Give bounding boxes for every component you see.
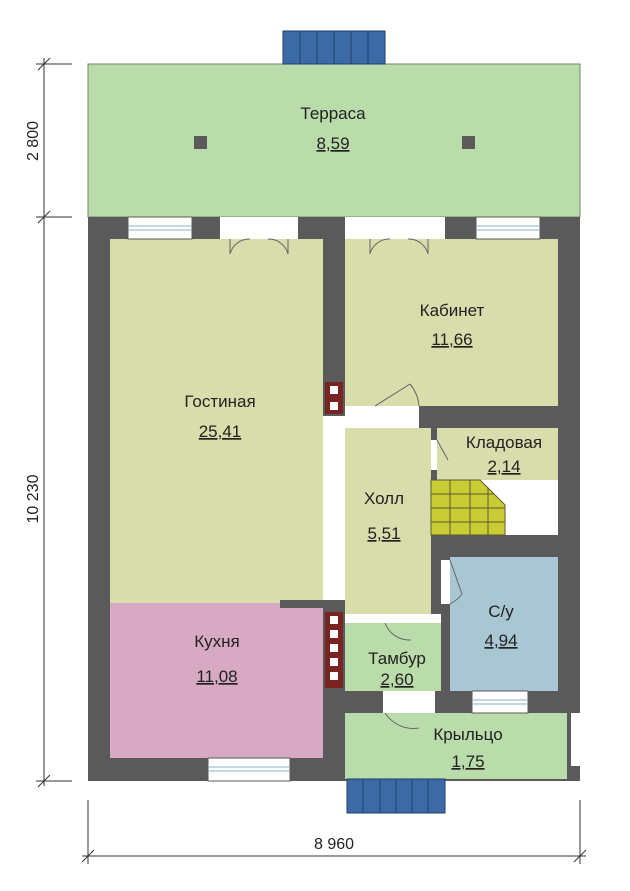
chimney-lower [323,610,345,690]
wall-bath-left [441,557,450,691]
terrace-post [462,136,475,149]
window-living-top [127,216,193,240]
room-name-terrace: Терраса [300,104,366,123]
room-name-bath: С/у [488,602,514,621]
room-area-hall: 5,51 [367,524,400,543]
wall-kitchen-top [280,600,345,608]
window-kitchen-bottom [207,757,291,782]
wall-cabinet-hall [419,406,558,428]
door-living-terrace [220,217,298,255]
porch-floor [345,713,571,779]
room-area-porch: 1,75 [451,752,484,771]
dimension-line-bottom [81,800,587,864]
porch-right-cut [571,713,580,766]
wall-stair-bottom [431,535,558,557]
window-cabinet-top [475,216,541,240]
hall-floor [345,428,431,614]
hall-passage [323,415,345,603]
terrace-steps [282,30,386,65]
room-area-cabinet: 11,66 [431,330,472,349]
door-cabinet-hall [345,383,420,428]
window-bath-bottom [471,690,529,714]
room-name-hall: Холл [364,489,404,508]
pantry-floor [431,428,558,480]
terrace-area [87,63,581,218]
room-area-bath: 4,94 [484,631,517,650]
dimension-terrace-depth: 2 800 [25,121,42,161]
room-name-pantry: Кладовая [466,433,542,452]
cabinet-floor [345,239,558,406]
porch-steps [346,778,446,814]
door-vestibule-hall [345,614,441,641]
chimney-upper [323,380,345,416]
porch-right-post [567,766,580,779]
kitchen-floor [110,603,323,758]
room-name-porch: Крыльцо [433,725,502,744]
room-name-kitchen: Кухня [194,632,240,651]
room-name-vestibule: Тамбур [368,649,426,668]
room-name-living: Гостиная [184,392,255,411]
dimension-house-width: 8 960 [314,836,354,853]
staircase [430,479,506,536]
door-vestibule-porch [383,691,435,729]
room-area-kitchen: 11,08 [196,667,237,686]
door-bath [441,559,463,605]
door-cabinet-terrace [345,217,445,255]
room-area-pantry: 2,14 [487,457,520,476]
wall-center [323,239,345,415]
living-room-floor [110,239,323,603]
room-name-cabinet: Кабинет [420,301,485,320]
terrace-post [194,136,207,149]
room-area-terrace: 8,59 [316,134,349,153]
door-pantry [431,439,449,470]
room-area-living: 25,41 [199,422,242,441]
bath-floor [450,557,558,691]
dimension-house-depth: 10 230 [25,474,42,523]
room-area-vestibule: 2,60 [380,670,413,689]
dimension-line-left [36,57,72,788]
